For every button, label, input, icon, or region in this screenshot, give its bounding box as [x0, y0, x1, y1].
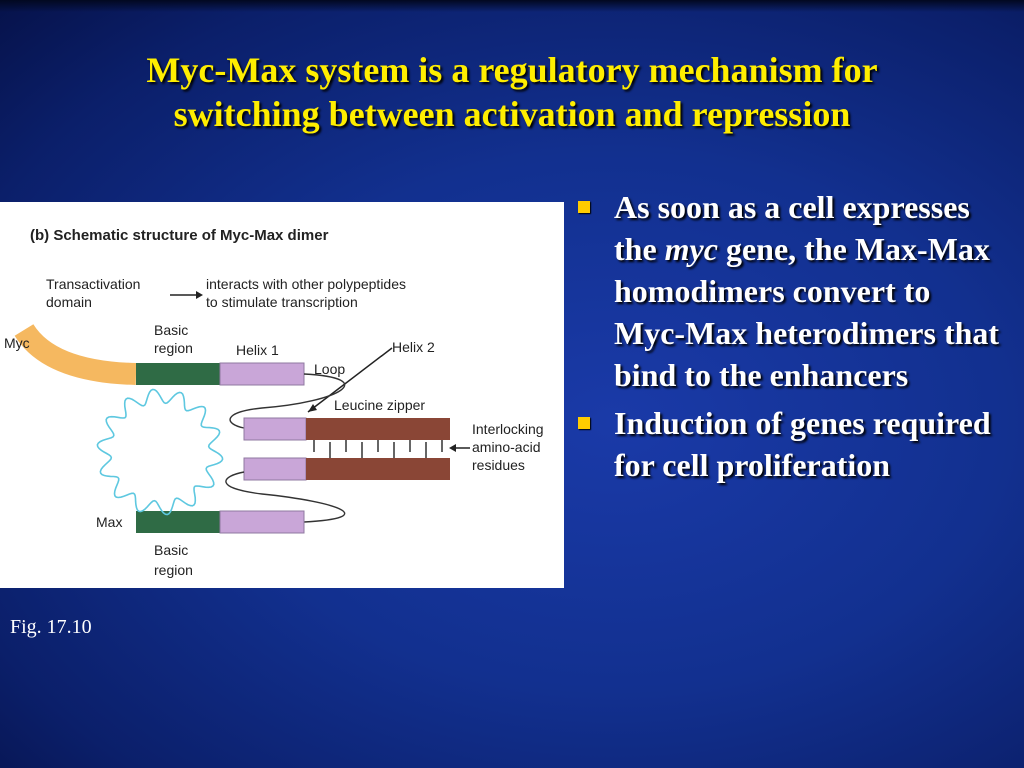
max-loop — [225, 471, 346, 523]
max-leucine-zipper — [306, 458, 450, 480]
bullet-list: As soon as a cell expresses the myc gene… — [576, 186, 1006, 492]
myc-leucine-zipper — [306, 418, 450, 440]
bullet-item-2: Induction of genes required for cell pro… — [576, 402, 1006, 486]
slide-title: Myc-Max system is a regulatory mechanism… — [20, 48, 1004, 136]
interlocking-label-2: amino-acid — [472, 439, 540, 455]
basic-region-top-label: Basic — [154, 322, 188, 338]
bullet-1-text-b: gene, the Max-Max homodimers convert to … — [614, 231, 1000, 393]
bullet-square-icon — [578, 417, 590, 429]
interlocking-residues — [313, 440, 443, 458]
max-basic-region — [136, 511, 220, 533]
transactivation-arrowhead — [196, 291, 203, 299]
transactivation-label-2: domain — [46, 294, 92, 310]
max-helix-2 — [243, 457, 307, 481]
title-line-1: Myc-Max system is a regulatory mechanism… — [146, 50, 878, 90]
helix2-arrowhead — [308, 404, 317, 412]
figure-heading: (b) Schematic structure of Myc-Max dimer — [30, 227, 329, 244]
myc-loop — [229, 373, 346, 429]
myc-max-diagram: (b) Schematic structure of Myc-Max dimer… — [4, 227, 544, 578]
myc-helix-1 — [219, 362, 305, 386]
bullet-1-text-a: As soon as a cell expresses the — [614, 189, 970, 267]
bullet-item-1: As soon as a cell expresses the myc gene… — [576, 186, 1006, 396]
leucine-zipper-label: Leucine zipper — [334, 397, 425, 413]
helix2-pointer — [307, 347, 393, 413]
interacts-label-2: to stimulate transcription — [206, 294, 358, 310]
basic-region-bottom-label-2: region — [154, 562, 193, 578]
myc-helix-2 — [243, 417, 307, 441]
bullet-1-myc-italic: myc — [664, 231, 718, 267]
myc-basic-region — [136, 363, 220, 385]
max-label: Max — [96, 514, 122, 530]
figure-caption: Fig. 17.10 — [10, 616, 92, 638]
bullet-square-icon — [578, 201, 590, 213]
myc-transactivation-domain — [14, 323, 137, 385]
myc-label: Myc — [4, 335, 30, 351]
interacts-label: interacts with other polypeptides — [206, 276, 406, 292]
interlocking-arrowhead — [449, 444, 456, 452]
helix2-label: Helix 2 — [392, 339, 435, 355]
bullet-2-text: Induction of genes required for cell pro… — [614, 405, 991, 483]
interlocking-label: Interlocking — [472, 421, 544, 437]
max-helix-1 — [219, 510, 305, 534]
myc-max-figure: (b) Schematic structure of Myc-Max dimer… — [0, 202, 564, 588]
basic-region-top-label-2: region — [154, 340, 193, 356]
interlocking-label-3: residues — [472, 457, 525, 473]
basic-region-bottom-label: Basic — [154, 542, 188, 558]
dna-helix — [96, 388, 224, 516]
helix1-label: Helix 1 — [236, 342, 279, 358]
top-shadow-band — [0, 0, 1024, 12]
transactivation-label: Transactivation — [46, 276, 140, 292]
title-line-2: switching between activation and repress… — [173, 94, 851, 134]
loop-label: Loop — [314, 361, 345, 377]
